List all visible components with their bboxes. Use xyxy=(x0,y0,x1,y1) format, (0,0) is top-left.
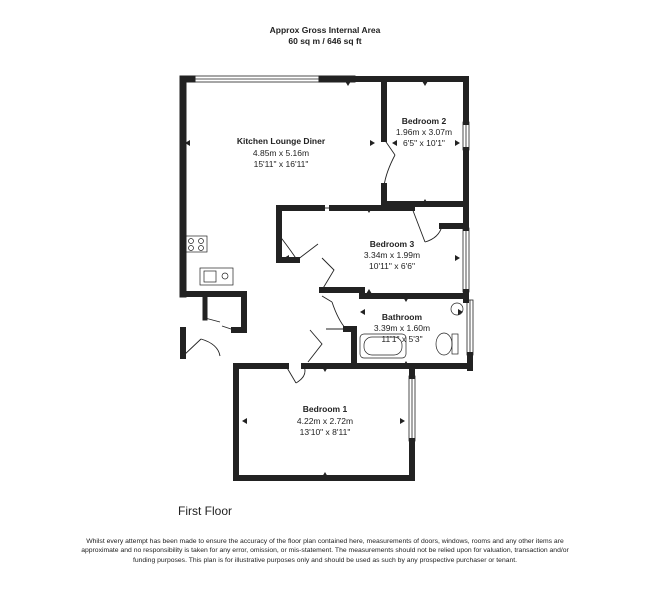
bath-icon xyxy=(359,333,407,359)
room-name-kitchen-lounge-diner: Kitchen Lounge Diner xyxy=(237,136,326,146)
basin-icon xyxy=(450,302,464,316)
doors xyxy=(182,138,443,384)
windows xyxy=(191,75,474,442)
room-name-bedroom-3: Bedroom 3 xyxy=(370,239,415,249)
fixtures xyxy=(184,235,464,359)
room-metric-kitchen-lounge-diner: 4.85m x 5.16m xyxy=(253,148,309,158)
area-value: 60 sq m / 646 sq ft xyxy=(288,36,362,46)
dimension-arrows xyxy=(185,81,463,477)
room-imperial-bedroom-2: 6'5" x 10'1" xyxy=(403,138,445,148)
disclaimer: Whilst every attempt has been made to en… xyxy=(81,538,569,564)
toilet-icon xyxy=(435,332,453,356)
sink-icon xyxy=(199,267,234,286)
room-imperial-bedroom-3: 10'11" x 6'6" xyxy=(369,261,415,271)
room-metric-bedroom-3: 3.34m x 1.99m xyxy=(364,250,420,260)
room-metric-bedroom-1: 4.22m x 2.72m xyxy=(297,416,353,426)
room-name-bathroom: Bathroom xyxy=(382,312,423,322)
room-metric-bathroom: 3.39m x 1.60m xyxy=(374,323,430,333)
room-metric-bedroom-2: 1.96m x 3.07m xyxy=(396,127,452,137)
hob-icon xyxy=(184,235,208,253)
room-imperial-bathroom: 11'1" x 5'3" xyxy=(381,334,422,344)
area-title: Approx Gross Internal Area xyxy=(269,25,381,35)
room-name-bedroom-1: Bedroom 1 xyxy=(303,404,348,414)
room-labels: Kitchen Lounge Diner 4.85m x 5.16m 15'11… xyxy=(237,116,452,437)
floor-label: First Floor xyxy=(178,504,232,518)
room-imperial-kitchen-lounge-diner: 15'11" x 16'11" xyxy=(254,159,309,169)
room-name-bedroom-2: Bedroom 2 xyxy=(402,116,447,126)
room-imperial-bedroom-1: 13'10" x 8'11" xyxy=(300,427,351,437)
